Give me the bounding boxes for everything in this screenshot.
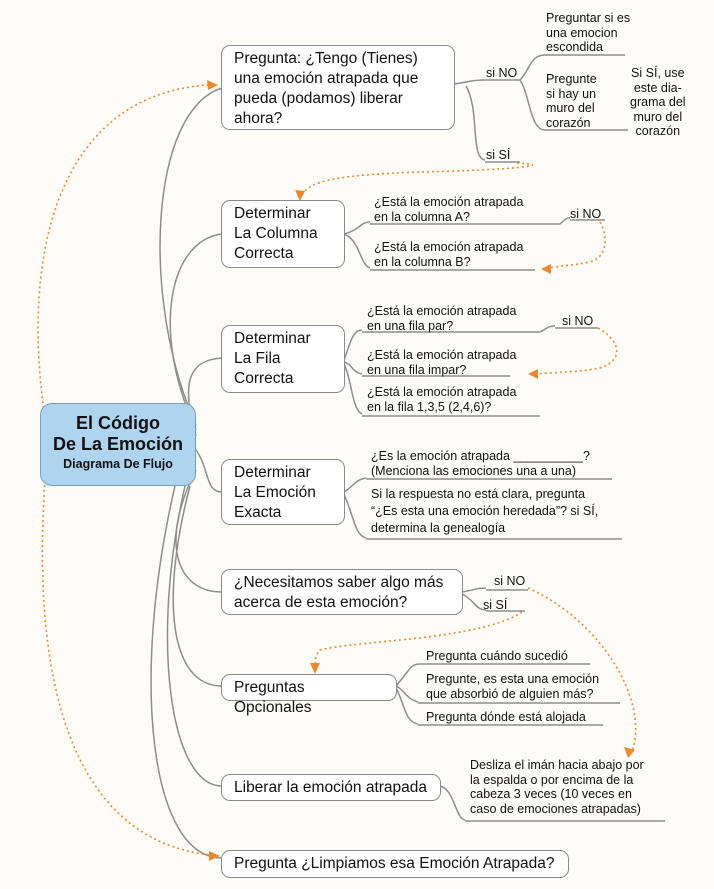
more-no-label: si NO <box>494 574 526 588</box>
row-line-3: Correcta <box>234 370 294 387</box>
magnet-line-4: caso de emociones atrapadas) <box>470 801 641 816</box>
optional-label: Preguntas Opcionales <box>234 679 312 716</box>
column-line-3: Correcta <box>234 245 294 262</box>
column-a-line-2: en la columna A? <box>374 209 470 224</box>
q1-no-option-wall: Pregunte si hay un muro del corazón <box>546 72 597 130</box>
magnet-instruction: Desliza el imán hacia abajo por la espal… <box>470 758 644 816</box>
note-line-2: este dia- <box>633 80 682 95</box>
note-line-3: grama del <box>630 95 686 109</box>
wall-line-1: Pregunte <box>546 72 597 86</box>
more-yes-label: si SÍ <box>483 598 508 612</box>
note-line-5: corazón <box>635 124 681 138</box>
emotion-line-2: La Emoción <box>234 484 316 501</box>
column-b-line-1: ¿Está la emoción atrapada <box>374 240 524 254</box>
hidden-line-1: Preguntar si es <box>546 11 631 25</box>
emotion-question-line-2: (Menciona las emociones una a una) <box>371 463 576 478</box>
q1-yes-label: si SÍ <box>486 148 511 162</box>
q1-no-label: si NO <box>486 66 518 80</box>
column-line-1: Determinar <box>234 205 311 222</box>
emotion-question: ¿Es la emoción atrapada __________? (Men… <box>371 449 590 478</box>
row-even-question: ¿Está la emoción atrapada en una fila pa… <box>367 304 516 333</box>
release-emotion-node: Liberar la emoción atrapada <box>221 774 441 801</box>
note-line-1: Si SÍ, use <box>631 66 685 80</box>
column-line-2: La Columna <box>234 225 318 242</box>
note-line-4: muro del <box>633 109 683 124</box>
column-b-question: ¿Está la emoción atrapada en la columna … <box>374 240 523 269</box>
more-line-2: acerca de esta emoción? <box>234 594 408 611</box>
column-b-line-2: en la columna B? <box>374 254 471 269</box>
row-no-label: si NO <box>562 314 594 328</box>
row-135-line-1: ¿Está la emoción atrapada <box>367 385 517 399</box>
inherited-line-1: Si la respuesta no está clara, pregunta <box>371 487 586 501</box>
q1-line-2: una emoción atrapada que <box>234 70 419 87</box>
clear-emotion-node: Pregunta ¿Limpiamos esa Emoción Atrapada… <box>221 850 569 878</box>
q1-line-3: pueda (podamos) liberar <box>234 90 403 107</box>
optional-when: Pregunta cuándo sucedió <box>426 649 568 663</box>
magnet-line-3: cabeza 3 veces (10 veces en <box>470 787 632 801</box>
row-odd-line-2: en una fila impar? <box>367 362 467 377</box>
row-line-1: Determinar <box>234 330 311 347</box>
inherited-line-3: determina la genealogía <box>371 521 506 535</box>
determine-emotion-node: Determinar La Emoción Exacta <box>221 459 345 525</box>
magnet-line-1: Desliza el imán hacia abajo por <box>470 758 644 772</box>
row-odd-line-1: ¿Está la emoción atrapada <box>367 348 517 362</box>
optional-where: Pregunta dónde está alojada <box>426 710 586 724</box>
row-even-line-1: ¿Está la emoción atrapada <box>367 304 517 318</box>
absorbed-line-1: Pregunte, es esta una emoción <box>426 672 600 686</box>
column-no-label: si NO <box>570 207 602 221</box>
magnet-line-2: la espalda o por encima de la <box>470 772 634 787</box>
clear-label: Pregunta ¿Limpiamos esa Emoción Atrapada… <box>234 855 555 872</box>
hidden-line-3: escondida <box>546 40 603 54</box>
more-line-1: ¿Necesitamos saber algo más <box>234 574 444 591</box>
absorbed-line-2: que absorbió de alguien más? <box>426 686 594 701</box>
root-subtitle: Diagrama De Flujo <box>63 457 173 471</box>
hidden-line-2: una emocion <box>546 25 618 40</box>
column-a-line-1: ¿Está la emoción atrapada <box>374 195 524 209</box>
row-even-line-2: en una fila par? <box>367 318 454 333</box>
determine-column-node: Determinar La Columna Correcta <box>221 200 345 268</box>
row-135-question: ¿Está la emoción atrapada en la fila 1,3… <box>367 385 516 414</box>
question-trapped-emotion-node: Pregunta: ¿Tengo (Tienes) una emoción at… <box>221 45 455 130</box>
root-node: El Código De La Emoción Diagrama De Fluj… <box>40 403 196 486</box>
q1-no-option-hidden: Preguntar si es una emocion escondida <box>546 11 630 55</box>
row-135-line-2: en la fila 1,3,5 (2,4,6)? <box>367 399 492 414</box>
q1-line-1: Pregunta: ¿Tengo (Tienes) <box>234 50 418 67</box>
need-more-info-node: ¿Necesitamos saber algo más acerca de es… <box>221 569 463 615</box>
optional-absorbed: Pregunte, es esta una emoción que absorb… <box>426 672 599 701</box>
root-title-line-1: El Código <box>76 413 160 433</box>
row-line-2: La Fila <box>234 350 281 367</box>
release-label: Liberar la emoción atrapada <box>234 779 428 796</box>
heart-wall-note: Si SÍ, use este dia- grama del muro del … <box>630 66 686 139</box>
q1-line-4: ahora? <box>234 110 283 127</box>
optional-questions-node: Preguntas Opcionales <box>221 674 397 716</box>
inherited-emotion-question: Si la respuesta no está clara, pregunta … <box>371 486 598 537</box>
wall-line-3: muro del <box>546 101 595 115</box>
column-a-question: ¿Está la emoción atrapada en la columna … <box>374 195 523 224</box>
inherited-line-2: “¿Es esta una emoción heredada”? si SÍ, <box>371 504 599 518</box>
row-odd-question: ¿Está la emoción atrapada en una fila im… <box>367 348 516 377</box>
emotion-line-1: Determinar <box>234 464 311 481</box>
wall-line-4: corazón <box>546 115 591 130</box>
determine-row-node: Determinar La Fila Correcta <box>221 325 345 393</box>
emotion-question-line-1: ¿Es la emoción atrapada __________? <box>371 449 590 463</box>
emotion-line-3: Exacta <box>234 504 282 521</box>
wall-line-2: si hay un <box>546 86 597 101</box>
root-title-line-2: De La Emoción <box>52 434 184 454</box>
